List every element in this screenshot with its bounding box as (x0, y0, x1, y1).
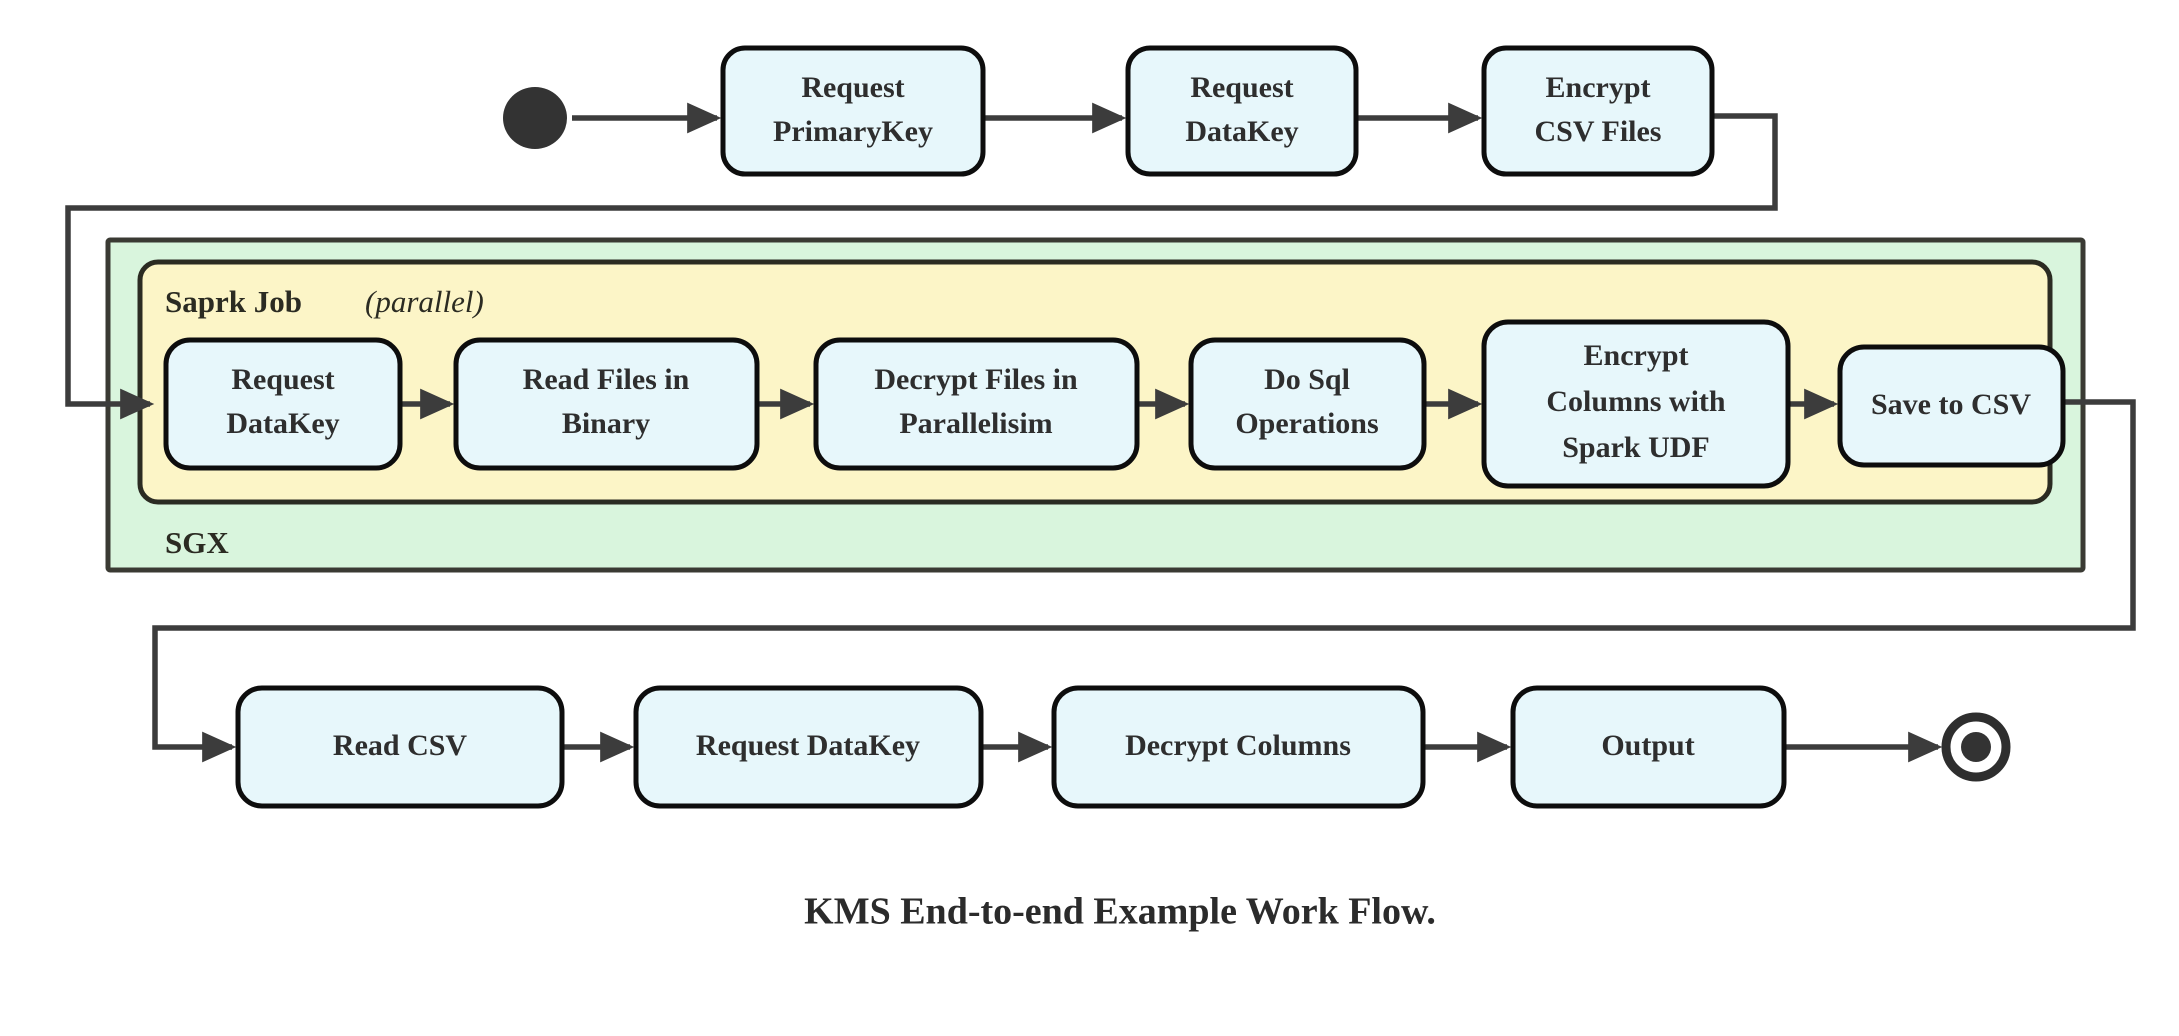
node-decrypt-files-in-parallelisim-box[interactable] (813, 337, 1140, 471)
node-decrypt-columns[interactable]: Decrypt Columns (1051, 685, 1426, 809)
node-encrypt-csv-files-line2: CSV Files (1535, 115, 1662, 148)
node-read-files-in-binary[interactable]: Read Files in Binary (453, 337, 760, 471)
sgx-group-label: SGX (165, 525, 229, 560)
node-decrypt-files-in-parallelisim-line1: Decrypt Files in (874, 363, 1078, 396)
node-encrypt-csv-files-line1: Encrypt (1546, 71, 1651, 104)
node-encrypt-csv-files-box[interactable] (1481, 45, 1715, 177)
node-request-datakey-bottom[interactable]: Request DataKey (633, 685, 984, 809)
node-decrypt-files-in-parallelisim-line2: Parallelisim (899, 407, 1052, 440)
spark-job-group-label-bold: Saprk Job (165, 284, 302, 319)
start-node (503, 87, 567, 149)
node-output[interactable]: Output (1510, 685, 1787, 809)
connector-savecsv-to-readcsv (152, 399, 2136, 763)
node-do-sql-operations-line2: Operations (1235, 407, 1378, 440)
node-request-primarykey-box[interactable] (720, 45, 986, 177)
node-encrypt-columns-with-spark-udf-line3: Spark UDF (1562, 431, 1710, 464)
node-encrypt-columns-with-spark-udf[interactable]: Encrypt Columns with Spark UDF (1481, 319, 1791, 489)
node-output-box[interactable] (1510, 685, 1787, 809)
node-do-sql-operations[interactable]: Do Sql Operations (1188, 337, 1427, 471)
node-decrypt-columns-box[interactable] (1051, 685, 1426, 809)
node-read-files-in-binary-line2: Binary (562, 407, 650, 440)
node-read-files-in-binary-box[interactable] (453, 337, 760, 471)
node-request-datakey-top-line1: Request (1190, 71, 1293, 104)
node-output-label: Output (1601, 729, 1694, 762)
node-request-datakey-bottom-label: Request DataKey (696, 729, 920, 762)
node-decrypt-columns-label: Decrypt Columns (1125, 729, 1351, 762)
node-encrypt-columns-with-spark-udf-box[interactable] (1481, 319, 1791, 489)
end-node-core (1961, 732, 1991, 762)
node-save-to-csv[interactable]: Save to CSV (1837, 344, 2066, 468)
node-encrypt-csv-files[interactable]: Encrypt CSV Files (1481, 45, 1715, 177)
node-read-csv-box[interactable] (235, 685, 565, 809)
spark-job-group-label-italic: (parallel) (365, 284, 484, 319)
node-request-datakey-top-box[interactable] (1125, 45, 1359, 177)
connector-encrypt-csv-to-spark-entry (65, 113, 1778, 420)
node-decrypt-files-in-parallelisim[interactable]: Decrypt Files in Parallelisim (813, 337, 1140, 471)
node-request-primarykey-line2: PrimaryKey (773, 115, 933, 148)
end-node-ring (1941, 712, 2011, 782)
node-do-sql-operations-line1: Do Sql (1264, 363, 1350, 396)
node-save-to-csv-box[interactable] (1837, 344, 2066, 468)
node-request-datakey-spark-line2: DataKey (226, 407, 339, 440)
node-request-primarykey[interactable]: Request PrimaryKey (720, 45, 986, 177)
node-encrypt-columns-with-spark-udf-line1: Encrypt (1584, 339, 1689, 372)
node-read-files-in-binary-line1: Read Files in (523, 363, 690, 396)
node-read-csv[interactable]: Read CSV (235, 685, 565, 809)
diagram-caption: KMS End-to-end Example Work Flow. (804, 891, 1436, 933)
node-do-sql-operations-box[interactable] (1188, 337, 1427, 471)
node-request-datakey-spark-box[interactable] (163, 337, 403, 471)
node-save-to-csv-label: Save to CSV (1871, 388, 2031, 421)
node-request-primarykey-line1: Request (801, 71, 904, 104)
node-request-datakey-bottom-box[interactable] (633, 685, 984, 809)
node-request-datakey-top-line2: DataKey (1185, 115, 1298, 148)
node-request-datakey-top[interactable]: Request DataKey (1125, 45, 1359, 177)
node-request-datakey-spark-line1: Request (231, 363, 334, 396)
node-encrypt-columns-with-spark-udf-line2: Columns with (1546, 385, 1726, 418)
node-read-csv-label: Read CSV (333, 729, 468, 762)
node-request-datakey-spark[interactable]: Request DataKey (163, 337, 403, 471)
